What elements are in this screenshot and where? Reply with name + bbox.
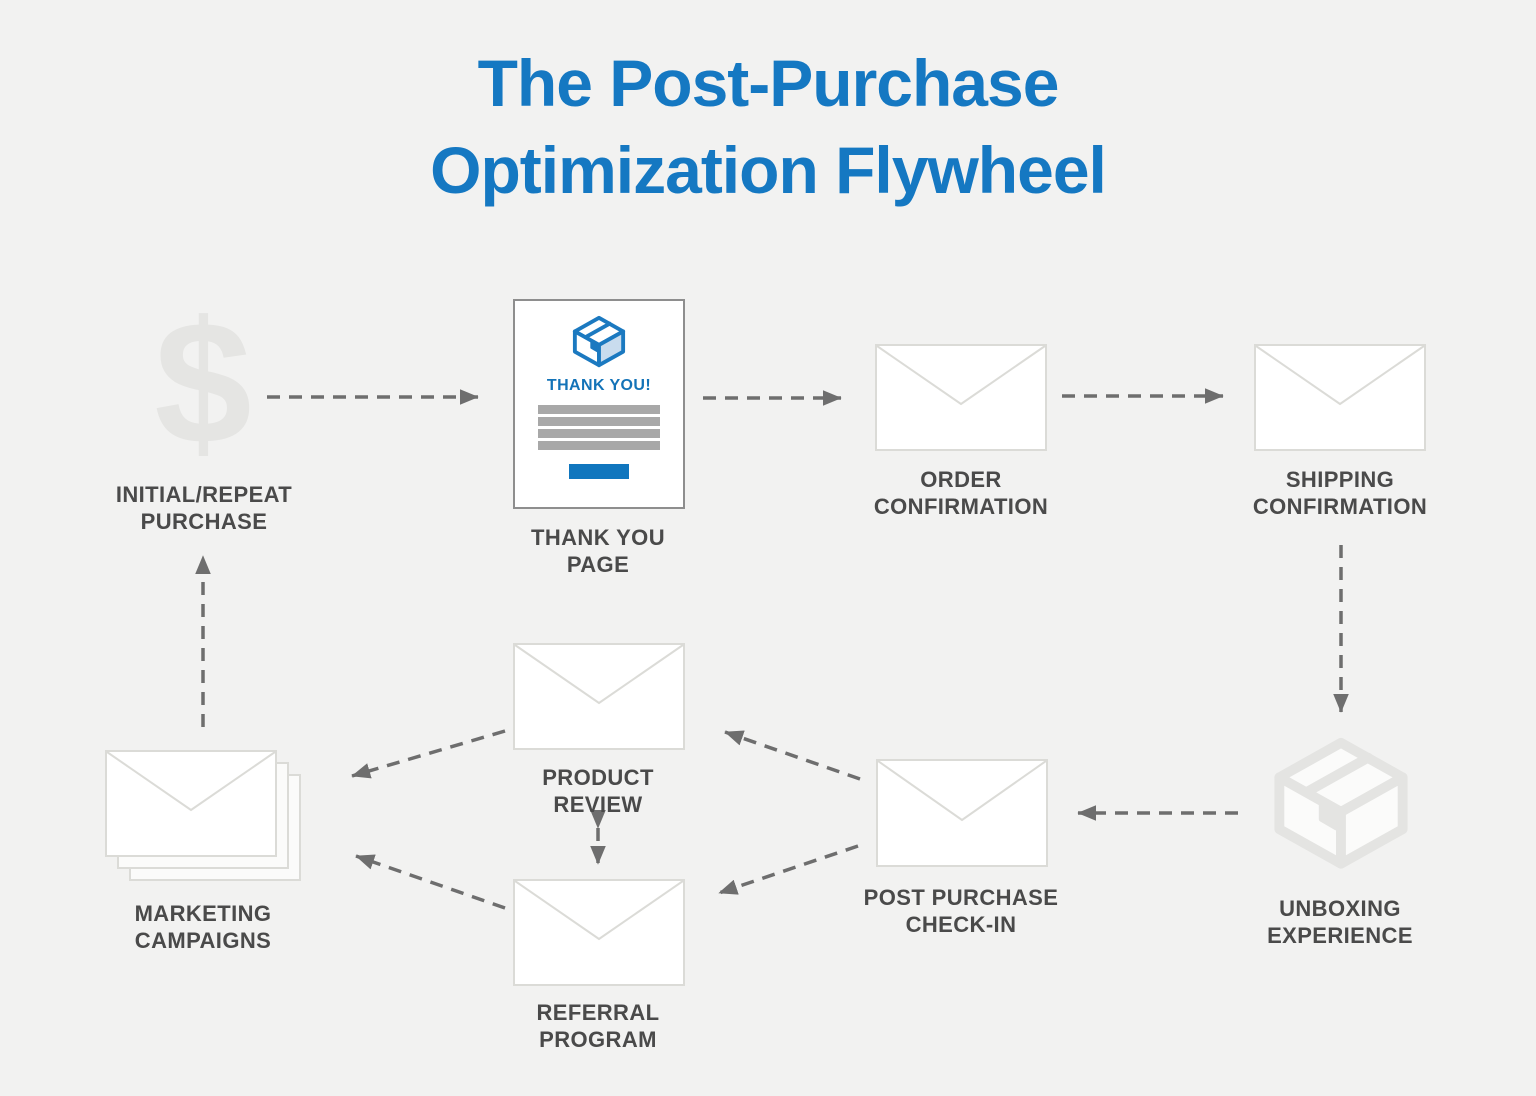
page-title-line2: Optimization Flywheel <box>430 133 1107 207</box>
cta-button-placeholder <box>569 464 629 479</box>
thank-you-heading: THANK YOU! <box>546 377 652 394</box>
text-bar <box>538 417 660 426</box>
page-title: The Post-Purchase Optimization Flywheel <box>0 40 1536 214</box>
order-confirmation-label: ORDER CONFIRMATION <box>873 467 1049 519</box>
product-review-label: PRODUCT REVIEW <box>542 765 654 817</box>
package-box-icon-gray <box>1274 737 1408 869</box>
package-box-icon <box>572 315 626 368</box>
envelope-icon <box>513 643 685 750</box>
text-bar <box>538 441 660 450</box>
placeholder-text-bars <box>538 405 660 450</box>
arrow-checkin-to-productreview <box>724 730 861 781</box>
envelope-icon <box>513 879 685 986</box>
envelope-icon <box>876 759 1048 867</box>
arrow-referral-to-marketing <box>355 854 506 910</box>
marketing-campaigns-label: MARKETING CAMPAIGNS <box>134 901 272 953</box>
dollar-icon: $ <box>154 286 252 481</box>
arrow-checkin-to-referral <box>718 844 859 895</box>
thank-you-page-card: THANK YOU! <box>513 299 685 509</box>
post-purchase-checkin-label: POST PURCHASE CHECK-IN <box>863 885 1059 937</box>
stacked-envelopes-icon <box>105 750 301 881</box>
arrow-productreview-to-marketing <box>351 729 506 779</box>
page-title-line1: The Post-Purchase <box>477 46 1060 120</box>
text-bar <box>538 405 660 414</box>
unboxing-experience-label: UNBOXING EXPERIENCE <box>1267 896 1413 948</box>
thank-you-page-label: THANK YOU PAGE <box>531 525 665 577</box>
envelope-icon <box>875 344 1047 451</box>
text-bar <box>538 429 660 438</box>
initial-purchase-label: INITIAL/REPEAT PURCHASE <box>115 482 293 534</box>
referral-program-label: REFERRAL PROGRAM <box>536 1000 660 1052</box>
shipping-confirmation-label: SHIPPING CONFIRMATION <box>1252 467 1428 519</box>
envelope-icon <box>1254 344 1426 451</box>
